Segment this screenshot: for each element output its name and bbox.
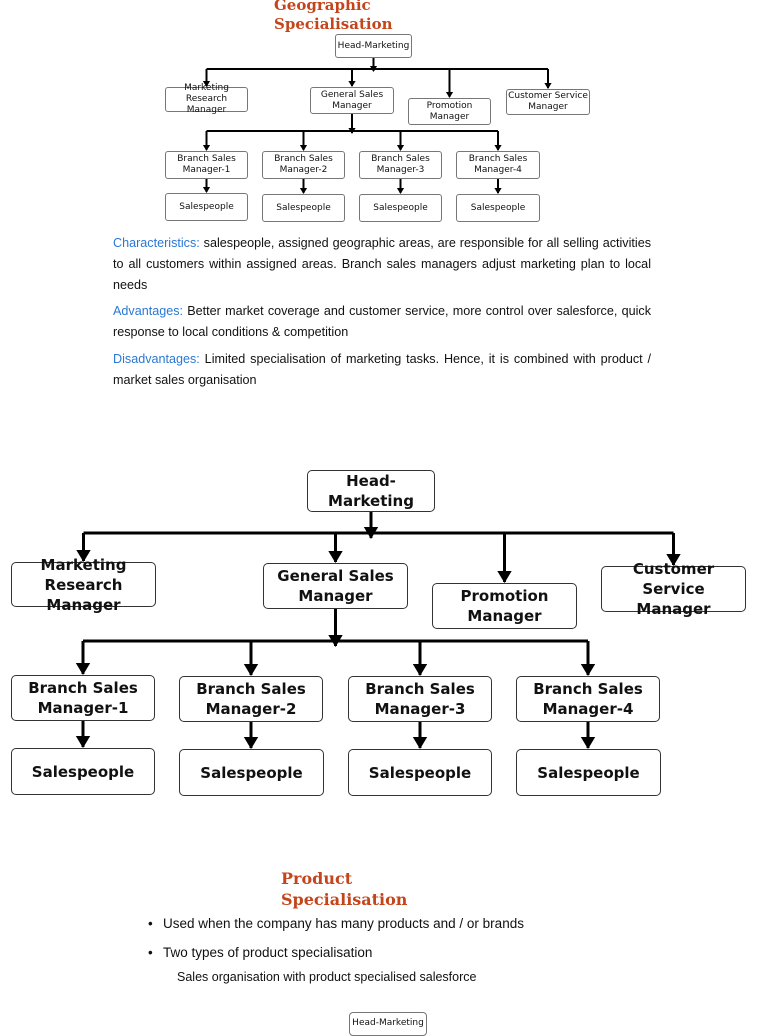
branch-sales-manager-4-box: Branch Sales Manager-4: [516, 676, 660, 722]
branch-sales-manager-2-box: Branch Sales Manager-2: [262, 151, 345, 179]
bullet-item: •Used when the company has many products…: [148, 916, 524, 931]
salespeople-box: Salespeople: [262, 194, 345, 222]
branch-sales-manager-3-box: Branch Sales Manager-3: [348, 676, 492, 722]
marketing-research-manager-box: Marketing Research Manager: [11, 556, 156, 614]
bullet-icon: •: [148, 945, 153, 960]
disadvantages-paragraph: Disadvantages: Limited specialisation of…: [113, 352, 651, 387]
customer-service-manager-box: Customer Service Manager: [506, 89, 590, 115]
arrow-head-icon: [75, 736, 91, 748]
arrow-head-icon: [580, 737, 596, 749]
salespeople-box: Salespeople: [179, 749, 324, 796]
head-marketing-box: Head-Marketing: [335, 34, 412, 58]
sub-item: Sales organisation with product speciali…: [177, 970, 477, 984]
head-marketing-box: Head-Marketing: [307, 470, 435, 512]
salespeople-box: Salespeople: [456, 194, 540, 222]
branch-sales-manager-1-box: Branch Sales Manager-1: [165, 151, 248, 179]
bullet-icon: •: [148, 916, 153, 931]
characteristics-paragraph: Characteristics: salespeople, assigned g…: [113, 236, 651, 292]
partial-head-marketing-box: Head-Marketing: [349, 1012, 427, 1036]
salespeople-box: Salespeople: [516, 749, 661, 796]
product-title: Product Specialisation: [281, 869, 408, 909]
branch-sales-manager-4-box: Branch Sales Manager-4: [456, 151, 540, 179]
arrow-head-icon: [328, 635, 343, 647]
bullet-item: •Two types of product specialisation: [148, 945, 373, 960]
branch-sales-manager-3-box: Branch Sales Manager-3: [359, 151, 442, 179]
arrow-head-icon: [75, 663, 91, 675]
arrow-head-icon: [412, 737, 428, 749]
arrow-head-icon: [243, 664, 259, 676]
advantages-paragraph: Advantages: Better market coverage and c…: [113, 304, 651, 339]
arrow-head-icon: [328, 551, 343, 563]
arrow-head-icon: [412, 664, 428, 676]
promotion-manager-box: Promotion Manager: [408, 98, 491, 125]
marketing-research-manager-box: Marketing Research Manager: [165, 83, 248, 115]
general-sales-manager-box: General Sales Manager: [310, 87, 394, 114]
salespeople-box: Salespeople: [165, 193, 248, 221]
arrow-head-icon: [348, 128, 356, 134]
geographic-title: Geographic Specialisation: [274, 0, 393, 33]
arrow-head-icon: [580, 664, 596, 676]
salespeople-box: Salespeople: [359, 194, 442, 222]
arrow-head-icon: [243, 737, 259, 749]
arrow-head-icon: [497, 571, 512, 583]
salespeople-box: Salespeople: [348, 749, 492, 796]
branch-sales-manager-2-box: Branch Sales Manager-2: [179, 676, 323, 722]
arrow-head-icon: [369, 66, 378, 72]
customer-service-manager-box: Customer Service Manager: [601, 560, 746, 618]
arrow-head-icon: [363, 527, 379, 539]
branch-sales-manager-1-box: Branch Sales Manager-1: [11, 675, 155, 721]
salespeople-box: Salespeople: [11, 748, 155, 795]
promotion-manager-box: Promotion Manager: [432, 583, 577, 629]
general-sales-manager-box: General Sales Manager: [263, 563, 408, 609]
